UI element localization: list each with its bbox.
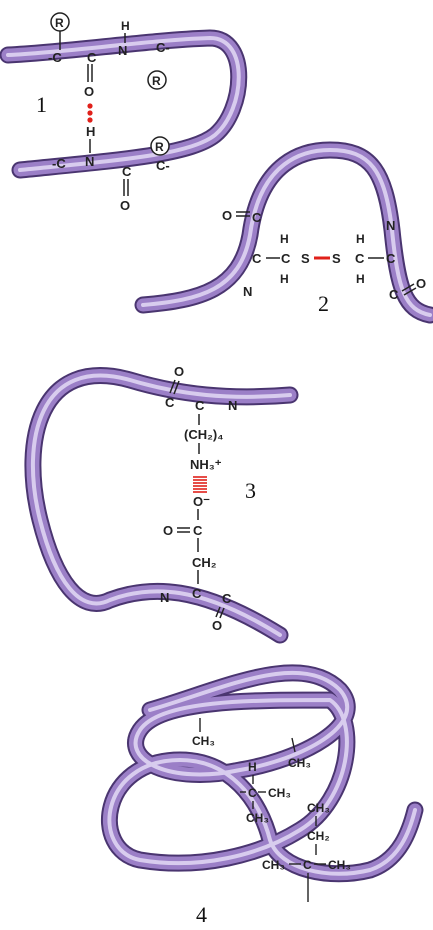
p2-right-h2: H	[356, 272, 365, 286]
panel-3-number: 3	[245, 478, 256, 503]
p1-bottom-c3: C-	[156, 158, 170, 173]
p3-top-c2: C	[195, 398, 205, 413]
panel-1-backbone	[0, 29, 248, 179]
p1-bottom-c2: C	[122, 164, 132, 179]
p4-ch3-a: CH₃	[192, 734, 215, 748]
p3-top-c1: C	[165, 395, 175, 410]
p2-right-c2: C	[386, 251, 396, 266]
panel-2-number: 2	[318, 291, 329, 316]
p2-right-o: O	[416, 276, 426, 291]
p2-left-o: O	[222, 208, 232, 223]
p2-left-c3: C	[281, 251, 291, 266]
panel-4-number: 4	[196, 902, 207, 927]
p1-hbond-dot	[87, 110, 93, 116]
p3-chain: (CH₂)₄	[184, 427, 223, 442]
p4-ch3-b: CH₃	[288, 756, 311, 770]
p3-o-double: O	[163, 523, 173, 538]
p1-hbond-dot	[87, 117, 93, 123]
backbone-tube-layer	[107, 670, 417, 876]
backbone-tube-layer	[6, 36, 241, 172]
p4-h: H	[248, 760, 257, 774]
p4-ch3-d: CH₃	[246, 811, 269, 825]
p1-hbond-dot	[87, 103, 93, 109]
p1-top-c1: -C	[48, 50, 62, 65]
p3-bottom-co-a	[215, 606, 221, 618]
p4-ch2: CH₂	[307, 829, 330, 843]
p3-bottom-c1: C	[192, 586, 202, 601]
p1-top-o: O	[84, 84, 94, 99]
p1-bottom-h: H	[86, 124, 95, 139]
p1-r2-circle	[147, 70, 167, 90]
panel-3-backbone	[24, 367, 299, 644]
p2-left-c1: C	[252, 210, 262, 225]
p3-ionic-bond-lines	[193, 476, 207, 493]
p1-bottom-r: R	[155, 140, 164, 154]
p1-top-c2: C	[87, 50, 97, 65]
panel-2-disulfide-bond: O C C N H C H S S H C H N C C O 2	[134, 141, 433, 324]
p2-left-h1: H	[280, 232, 289, 246]
p2-right-h1: H	[356, 232, 365, 246]
p2-left-h2: H	[280, 272, 289, 286]
p1-bottom-n: N	[85, 154, 94, 169]
p1-top-r2: R	[152, 74, 161, 88]
panel-1-number: 1	[36, 92, 47, 117]
p4-c-low: C	[303, 858, 312, 872]
p3-top-co-a	[169, 379, 176, 394]
p2-right-c3: C	[389, 287, 399, 302]
p1-top-r1: R	[55, 16, 64, 30]
p1-top-h: H	[121, 19, 130, 33]
p2-right-n: N	[386, 218, 395, 233]
p4-ch3-c: CH₃	[268, 786, 291, 800]
panel-3-ionic-bond: O C C N (CH₂)₄ NH₃⁺ O⁻ O C CH₂ N C C O	[24, 364, 299, 644]
p4-ch3-e: CH₃	[307, 801, 330, 815]
p3-bottom-c2: C	[222, 591, 232, 606]
p1-r3-circle	[150, 136, 170, 156]
p1-top-n: N	[118, 43, 127, 58]
p3-amine: NH₃⁺	[190, 457, 222, 472]
backbone-tube-layer	[30, 373, 292, 637]
panel-2-backbone	[134, 141, 433, 324]
panel-4-hydrophobic-interactions: CH₃ CH₃ H C CH₃ CH₃ CH₃ CH₂ CH₃ C CH₃ 4	[100, 664, 424, 927]
p2-right-c1: C	[355, 251, 365, 266]
p3-ch2: CH₂	[192, 555, 217, 570]
p2-left-n: N	[243, 284, 252, 299]
p3-top-co-b	[173, 380, 180, 395]
p2-right-s: S	[332, 251, 341, 266]
p4-ch3-g: CH₃	[328, 858, 351, 872]
p3-c: C	[193, 523, 203, 538]
panel-4-backbone	[100, 664, 424, 883]
p1-bottom-o: O	[120, 198, 130, 213]
p2-left-c2: C	[252, 251, 262, 266]
backbone-tube-layer	[141, 148, 432, 317]
p3-bottom-n: N	[160, 590, 169, 605]
p2-right-co-b	[403, 287, 417, 296]
p2-right-co-a	[401, 283, 415, 292]
p2-left-s: S	[301, 251, 310, 266]
p4-c-mid: C	[248, 786, 257, 800]
p3-bottom-o: O	[212, 618, 222, 633]
p3-top-o: O	[174, 364, 184, 379]
p1-top-c3: C-	[156, 40, 170, 55]
panel-1-hydrogen-bond: -C R C N H C- R O H -C N C O C- R 1	[0, 12, 248, 213]
p3-top-n: N	[228, 398, 237, 413]
p1-bottom-c1: -C	[52, 156, 66, 171]
p4-ch3-f: CH₃	[262, 858, 285, 872]
p3-bottom-co-b	[219, 607, 225, 619]
p3-carboxylate: O⁻	[193, 494, 210, 509]
p4-bond-b	[291, 737, 296, 753]
